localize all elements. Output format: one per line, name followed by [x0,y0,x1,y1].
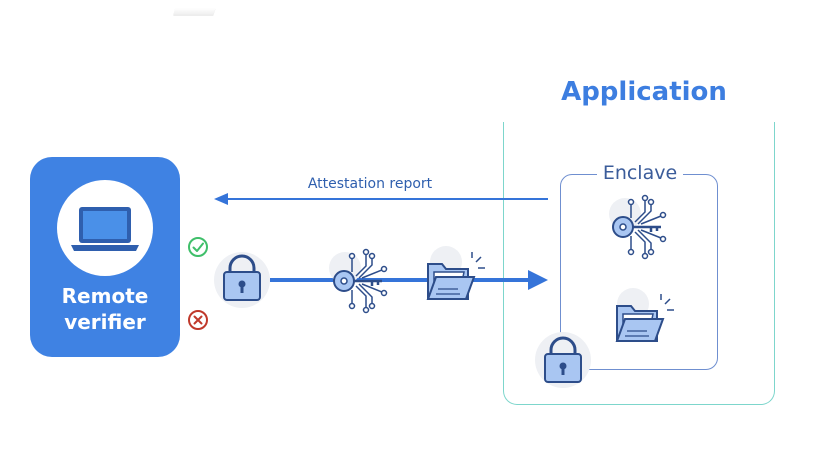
enclave-label: Enclave [597,162,683,184]
remote-verifier-line1: Remote [61,284,149,308]
application-container [503,122,775,405]
remote-verifier-label: Remote verifier [30,283,180,335]
application-title: Application [561,77,727,107]
remote-verifier-line2: verifier [64,310,146,334]
application-banner [173,8,216,15]
attestation-report-label: Attestation report [307,176,433,192]
